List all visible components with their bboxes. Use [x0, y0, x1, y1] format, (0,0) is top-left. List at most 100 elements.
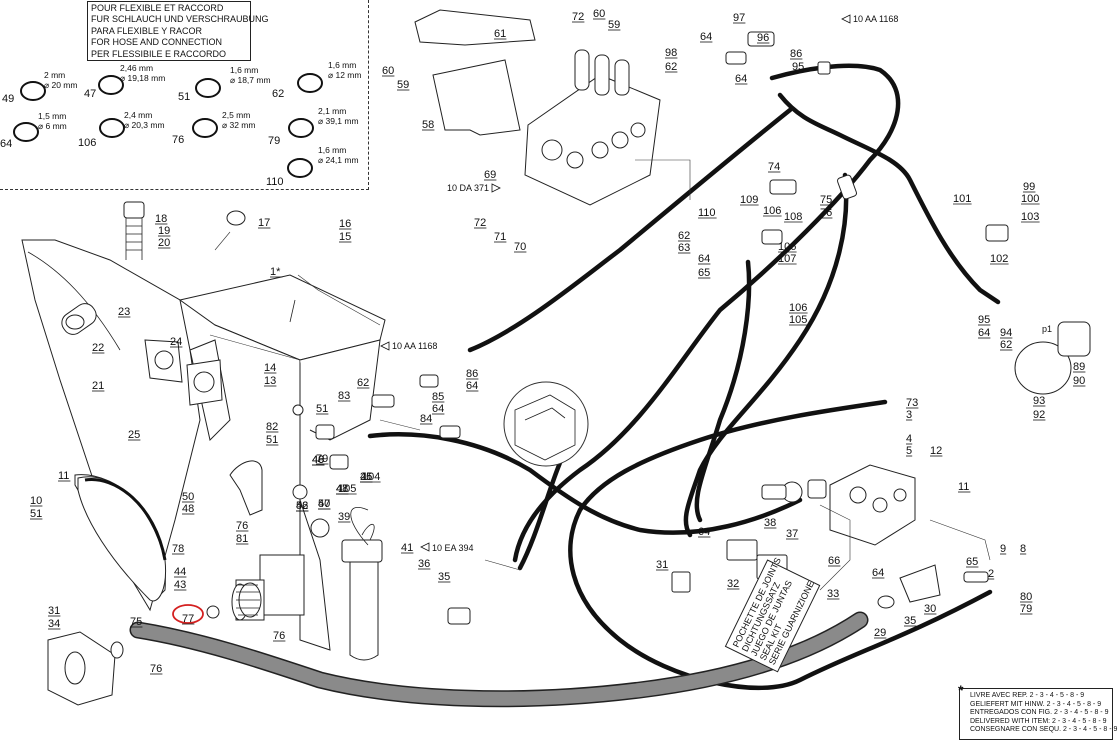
callout-85: 85 — [432, 391, 444, 403]
callout-108: 108 — [784, 211, 802, 223]
callout-36: 36 — [418, 558, 430, 570]
legend-title-line: POUR FLEXIBLE ET RACCORD — [91, 3, 224, 13]
callout-75: 75 — [130, 616, 142, 628]
seal-id-47: 47 — [84, 88, 96, 100]
callout-104: 104 — [362, 471, 380, 483]
callout-77: 77 — [182, 613, 194, 625]
callout-98: 98 — [665, 47, 677, 59]
callout-62: 62 — [1000, 339, 1012, 351]
callout-50: 50 — [182, 491, 194, 503]
accumulator — [1014, 321, 1091, 395]
callout-106: 106 — [778, 241, 796, 253]
callout-99: 99 — [1023, 181, 1035, 193]
svg-text:⌀ 6 mm: ⌀ 6 mm — [38, 121, 67, 131]
callout-32: 32 — [727, 578, 739, 590]
callout-9: 9 — [1000, 543, 1006, 555]
callout-20: 20 — [158, 237, 170, 249]
callout-82: 82 — [266, 421, 278, 433]
seal-id-76: 76 — [172, 134, 184, 146]
callout-15: 15 — [339, 231, 351, 243]
callout-62: 62 — [357, 377, 369, 389]
delivery-note: * LIVRE AVEC REP. 2 - 3 - 4 - 5 - 8 - 9 … — [958, 683, 1118, 740]
svg-text:2,4 mm: 2,4 mm — [124, 110, 152, 120]
callout-57: 57 — [318, 498, 330, 510]
callout-96: 96 — [757, 32, 769, 44]
callout-2: 2 — [988, 568, 994, 580]
reference-labels: 10 AA 1168 10 AA 1168 10 DA 371 10 EA 39… — [380, 14, 1052, 553]
callout-49: 49 — [312, 454, 324, 466]
svg-text:2 mm: 2 mm — [44, 70, 65, 80]
callout-33: 33 — [827, 588, 839, 600]
callout-79: 79 — [1020, 603, 1032, 615]
callout-23: 23 — [118, 306, 130, 318]
ref-mid: 10 AA 1168 — [392, 341, 437, 351]
note-line: CONSEGNARE CON SEQU. 2 - 3 - 4 - 5 - 8 -… — [970, 726, 1118, 734]
callout-107: 107 — [778, 253, 796, 265]
note-line: GELIEFERT MIT HINW. 2 - 3 - 4 - 5 - 8 - … — [970, 700, 1102, 708]
callout-31: 31 — [48, 605, 60, 617]
callout-60: 60 — [593, 8, 605, 20]
callout-45: 45 — [360, 471, 372, 483]
callout-95: 95 — [978, 314, 990, 326]
leader-lines — [209, 159, 991, 591]
callout-70: 70 — [514, 241, 526, 253]
svg-text:⌀ 12 mm: ⌀ 12 mm — [328, 70, 361, 80]
callout-61: 61 — [494, 28, 506, 40]
callout-51: 51 — [266, 434, 278, 446]
svg-text:⌀ 18,7 mm: ⌀ 18,7 mm — [230, 75, 271, 85]
note-line: LIVRE AVEC REP. 2 - 3 - 4 - 5 - 8 - 9 — [970, 692, 1085, 699]
callout-78: 78 — [172, 543, 184, 555]
suction-hose — [129, 611, 869, 708]
callout-21: 21 — [92, 380, 104, 392]
callout-66: 66 — [828, 555, 840, 567]
svg-text:⌀ 24,1 mm: ⌀ 24,1 mm — [318, 155, 359, 165]
callout-17: 17 — [258, 217, 270, 229]
detail-circle — [503, 381, 589, 467]
callout-1-star: 1* — [270, 266, 281, 278]
seal-id-49: 49 — [2, 93, 14, 105]
svg-text:⌀ 32 mm: ⌀ 32 mm — [222, 120, 255, 130]
callout-84: 84 — [420, 413, 432, 425]
callout-76: 76 — [236, 520, 248, 532]
callout-63: 63 — [678, 242, 690, 254]
callout-44: 44 — [174, 566, 186, 578]
callout-72: 72 — [572, 11, 584, 23]
callout-41: 41 — [401, 542, 413, 554]
callout-100: 100 — [1021, 193, 1039, 205]
callout-64: 64 — [466, 380, 478, 392]
callout-94: 94 — [1000, 327, 1012, 339]
callout-86: 86 — [466, 368, 478, 380]
ref-filter: 10 EA 394 — [432, 543, 474, 553]
callout-64: 64 — [700, 31, 712, 43]
callout-60: 60 — [382, 65, 394, 77]
callout-59: 59 — [397, 79, 409, 91]
callout-22: 22 — [92, 342, 104, 354]
callout-74: 74 — [768, 161, 780, 173]
callout-58: 58 — [422, 119, 434, 131]
svg-text:⌀ 19,18 mm: ⌀ 19,18 mm — [120, 73, 165, 83]
callout-65: 65 — [698, 267, 710, 279]
callout-89: 89 — [1073, 361, 1085, 373]
callout-71: 71 — [494, 231, 506, 243]
callout-101: 101 — [953, 193, 971, 205]
seal-id-79: 79 — [268, 135, 280, 147]
control-valve — [414, 9, 661, 206]
callout-92: 92 — [1033, 409, 1045, 421]
callout-29: 29 — [874, 627, 886, 639]
callout-109: 109 — [740, 194, 758, 206]
callout-5: 5 — [906, 445, 912, 457]
callout-76: 76 — [273, 630, 285, 642]
callout-31: 31 — [656, 559, 668, 571]
callout-16: 16 — [339, 218, 351, 230]
callout-56: 56 — [296, 500, 308, 512]
suction-strainer — [47, 582, 262, 706]
callout-43: 43 — [174, 579, 186, 591]
callout-62: 62 — [678, 230, 690, 242]
svg-text:2,46 mm: 2,46 mm — [120, 63, 153, 73]
seal-id-106: 106 — [78, 137, 96, 149]
callout-102: 102 — [990, 253, 1008, 265]
callout-76: 76 — [820, 207, 832, 219]
callout-19: 19 — [158, 225, 170, 237]
callout-11: 11 — [58, 470, 69, 482]
